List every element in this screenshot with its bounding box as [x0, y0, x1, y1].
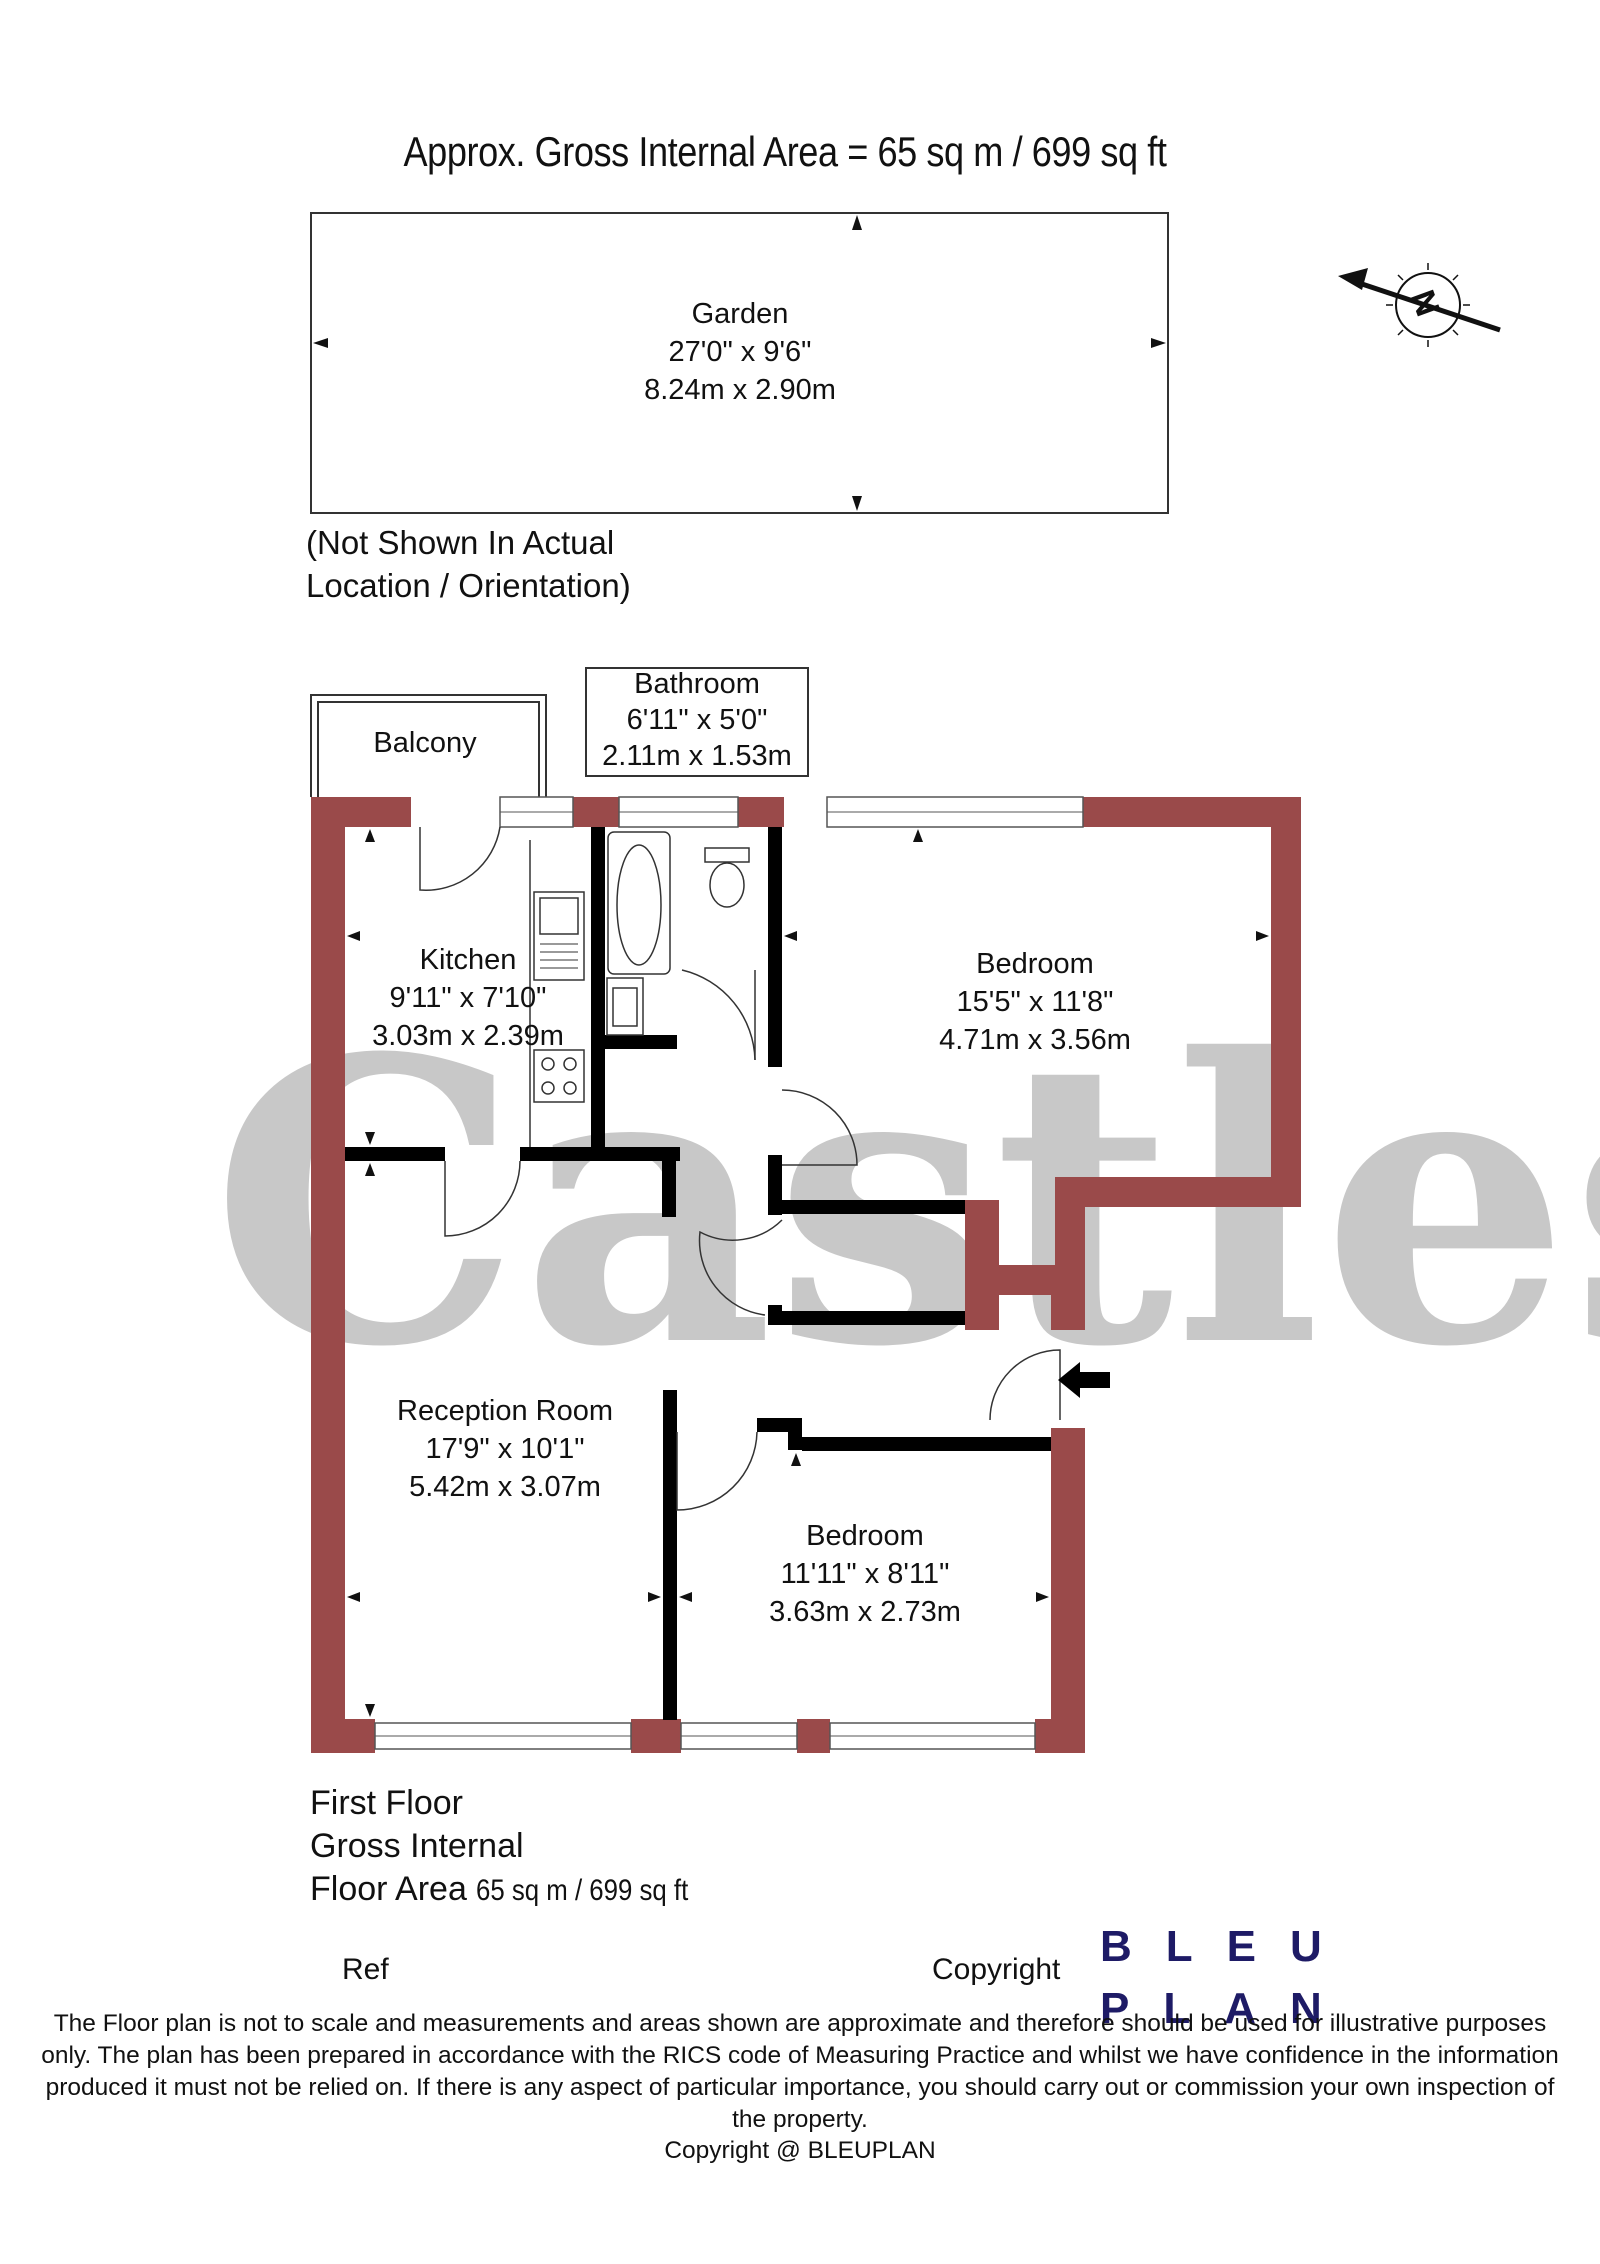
- orientation-note-line2: Location / Orientation): [306, 567, 631, 604]
- floor-area-value: 65 sq m / 699 sq ft: [476, 1874, 689, 1907]
- entrance-arrow-icon: [1058, 1362, 1110, 1398]
- bedroom2-imperial: 11'11" x 8'11": [780, 1558, 950, 1590]
- bedroom2-name: Bedroom: [806, 1520, 924, 1552]
- room-dimension-arrows: [347, 829, 1269, 1717]
- garden-metric: 8.24m x 2.90m: [644, 374, 836, 406]
- bathroom-imperial: 6'11" x 5'0": [626, 704, 768, 736]
- floor-summary-line3: Floor Area 65 sq m / 699 sq ft: [310, 1870, 723, 1909]
- bath-icon: [607, 831, 671, 975]
- orientation-note-line1: (Not Shown In Actual: [306, 524, 615, 561]
- reception-imperial: 17'9" x 10'1": [425, 1433, 585, 1465]
- disclaimer-text: The Floor plan is not to scale and measu…: [41, 2010, 1559, 2133]
- floor-summary-line1: First Floor: [310, 1784, 463, 1822]
- copyright-footer: Copyright @ BLEUPLAN: [664, 2137, 936, 2164]
- bedroom1-name: Bedroom: [976, 948, 1094, 980]
- copyright-label: Copyright: [932, 1953, 1061, 1986]
- doors: [419, 826, 1061, 1511]
- internal-walls: [345, 827, 1051, 1720]
- bedroom2-label: Bedroom 11'11" x 8'11" 3.63m x 2.73m: [735, 1517, 995, 1631]
- reception-metric: 5.42m x 3.07m: [409, 1471, 601, 1503]
- gross-area-title: Approx. Gross Internal Area = 65 sq m / …: [403, 128, 1167, 175]
- bathroom-name: Bathroom: [634, 668, 760, 700]
- bedroom2-metric: 3.63m x 2.73m: [769, 1596, 961, 1628]
- hob-icon: [533, 1049, 585, 1103]
- external-walls: [311, 797, 1301, 1753]
- bedroom1-label: Bedroom 15'5" x 11'8" 4.71m x 3.56m: [900, 945, 1170, 1059]
- bleuplan-logo: BLEU PLAN: [1100, 1916, 1356, 2040]
- reception-name: Reception Room: [397, 1395, 613, 1427]
- kitchen-metric: 3.03m x 2.39m: [372, 1020, 564, 1052]
- ref-label: Ref: [342, 1953, 389, 1986]
- bedroom1-imperial: 15'5" x 11'8": [956, 986, 1114, 1018]
- garden-imperial: 27'0" x 9'6": [668, 336, 812, 368]
- reception-label: Reception Room 17'9" x 10'1" 5.42m x 3.0…: [365, 1392, 645, 1506]
- floor-summary-line2: Gross Internal: [310, 1827, 524, 1865]
- window-glazing-lines: [375, 811, 1083, 1737]
- compass-icon: [1338, 263, 1501, 347]
- floor-area-label: Floor Area: [310, 1870, 467, 1908]
- bathroom-label: Bathroom 6'11" x 5'0" 2.11m x 1.53m: [586, 666, 808, 774]
- kitchen-imperial: 9'11" x 7'10": [389, 982, 547, 1014]
- bedroom1-metric: 4.71m x 3.56m: [939, 1024, 1131, 1056]
- garden-label: Garden 27'0" x 9'6" 8.24m x 2.90m: [615, 295, 865, 409]
- bathroom-metric: 2.11m x 1.53m: [602, 740, 792, 772]
- toilet-icon: [704, 847, 750, 908]
- bathroom-label-box: [585, 667, 809, 777]
- logo-line1: BLEU: [1100, 1922, 1356, 1971]
- garden-name: Garden: [691, 298, 789, 330]
- basin-icon: [606, 977, 644, 1036]
- kitchen-name: Kitchen: [419, 944, 517, 976]
- garden-dimension-arrows: [313, 215, 1166, 511]
- sink-icon: [533, 891, 585, 981]
- balcony-outline: [310, 694, 547, 797]
- garden-outline: [310, 212, 1169, 514]
- logo-line2: PLAN: [1100, 1984, 1356, 2033]
- kitchen-label: Kitchen 9'11" x 7'10" 3.03m x 2.39m: [338, 941, 598, 1055]
- balcony-label: Balcony: [373, 727, 477, 759]
